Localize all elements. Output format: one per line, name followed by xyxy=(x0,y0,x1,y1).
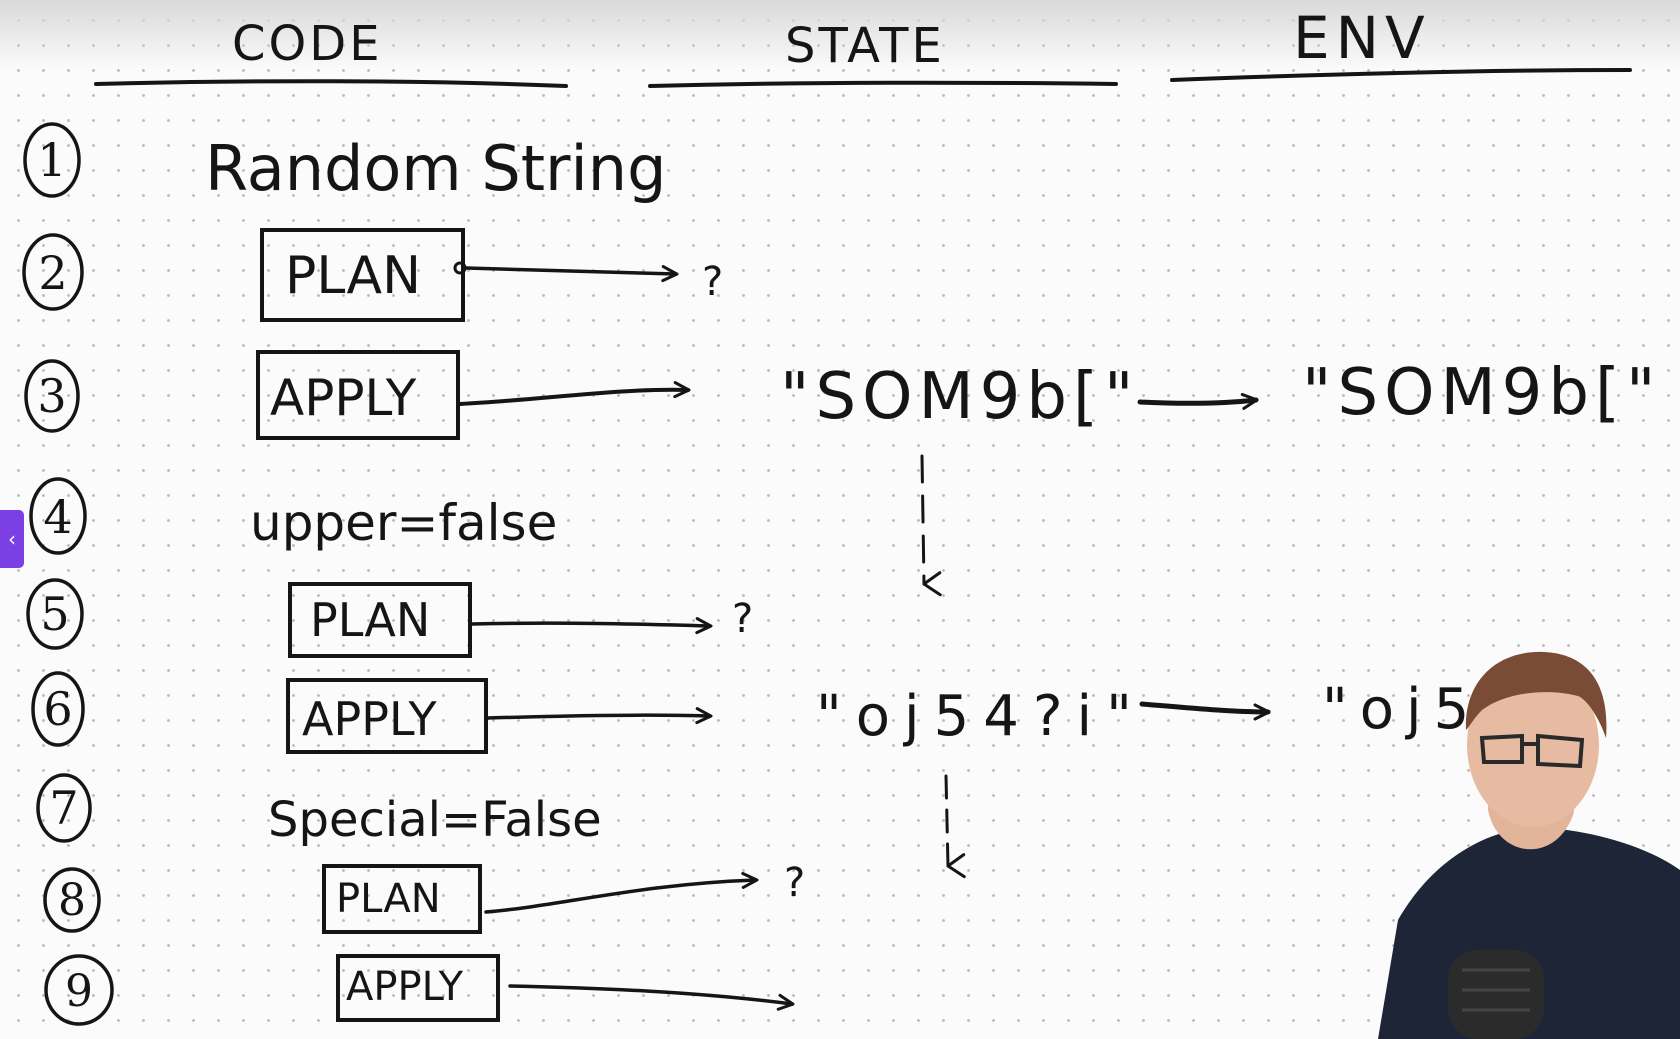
env-value: "SOM9b[" xyxy=(1302,356,1661,430)
step-label: 8 xyxy=(58,875,86,926)
state-value: "oj54?i" xyxy=(816,684,1146,749)
step-circle xyxy=(22,233,84,311)
step-4-number: 4 xyxy=(29,477,87,555)
upper-false-label: upper=false xyxy=(250,494,557,552)
right-arrow-icon xyxy=(508,984,795,1011)
step-label: 3 xyxy=(37,369,66,423)
step-6-number: 6 xyxy=(31,671,85,747)
header-env: ENV xyxy=(1293,4,1431,72)
step-label: 2 xyxy=(38,246,67,300)
step-circle xyxy=(29,477,87,555)
microphone-grille xyxy=(1462,968,1530,1012)
header-env-underline xyxy=(1170,68,1632,82)
right-arrow-icon xyxy=(464,265,679,283)
unknown-state-mark: ? xyxy=(702,259,723,305)
step-label: 1 xyxy=(37,133,66,187)
collapse-sidebar-button[interactable]: ‹ xyxy=(0,510,24,568)
apply-box xyxy=(286,678,488,754)
apply-box xyxy=(256,350,460,440)
step-circle xyxy=(31,671,85,747)
step-3-number: 3 xyxy=(24,359,80,433)
step-circle xyxy=(23,122,81,198)
presenter-hair xyxy=(1465,651,1607,738)
unknown-state-mark: ? xyxy=(784,860,805,906)
plan-box xyxy=(322,864,482,934)
step-label: 7 xyxy=(49,781,78,835)
step-label: 5 xyxy=(40,587,69,641)
right-arrow-icon xyxy=(458,381,691,406)
header-state: STATE xyxy=(785,18,945,74)
apply-label: APPLY xyxy=(346,964,464,1010)
step-1-number: 1 xyxy=(23,122,81,198)
right-arrow-icon xyxy=(484,871,759,914)
plan-connector xyxy=(453,261,467,275)
right-arrow-icon xyxy=(486,707,713,725)
header-code-underline xyxy=(94,79,568,88)
chevron-left-icon: ‹ xyxy=(8,527,16,551)
step-7-number: 7 xyxy=(36,773,92,843)
step-label: 6 xyxy=(43,682,72,736)
apply-label: APPLY xyxy=(270,369,417,427)
dashed-down-arrow-icon xyxy=(920,454,942,597)
right-arrow-icon xyxy=(1139,701,1271,721)
apply-box xyxy=(336,954,500,1022)
presenter-video xyxy=(1378,640,1680,1039)
step-8-number: 8 xyxy=(43,867,101,933)
unknown-state-mark: ? xyxy=(732,596,753,642)
plan-label: PLAN xyxy=(336,876,441,922)
step-circle xyxy=(43,867,101,933)
plan-label: PLAN xyxy=(285,246,421,306)
step-label: 9 xyxy=(65,966,93,1017)
step-circle xyxy=(24,359,80,433)
top-shadow xyxy=(0,0,1680,70)
plan-label: PLAN xyxy=(310,593,430,647)
step-label: 4 xyxy=(43,490,72,544)
step-circle xyxy=(36,773,92,843)
presenter-glasses-right xyxy=(1536,733,1585,769)
step-9-number: 9 xyxy=(44,954,114,1026)
state-value: "SOM9b[" xyxy=(780,360,1139,434)
microphone xyxy=(1448,950,1544,1039)
header-code: CODE xyxy=(232,16,383,72)
right-arrow-icon xyxy=(470,617,713,635)
apply-label: APPLY xyxy=(302,692,437,746)
step-circle xyxy=(26,578,84,650)
dashed-down-arrow-icon xyxy=(944,774,966,879)
right-arrow-icon xyxy=(1137,392,1259,410)
header-state-underline xyxy=(648,80,1118,88)
step-2-number: 2 xyxy=(22,233,84,311)
presenter-glasses-left xyxy=(1479,733,1524,764)
plan-box xyxy=(260,228,465,322)
step-5-number: 5 xyxy=(26,578,84,650)
plan-box xyxy=(288,582,472,658)
random-string-label: Random String xyxy=(205,132,666,205)
special-false-label: Special=False xyxy=(268,792,602,848)
step-circle xyxy=(44,954,114,1026)
